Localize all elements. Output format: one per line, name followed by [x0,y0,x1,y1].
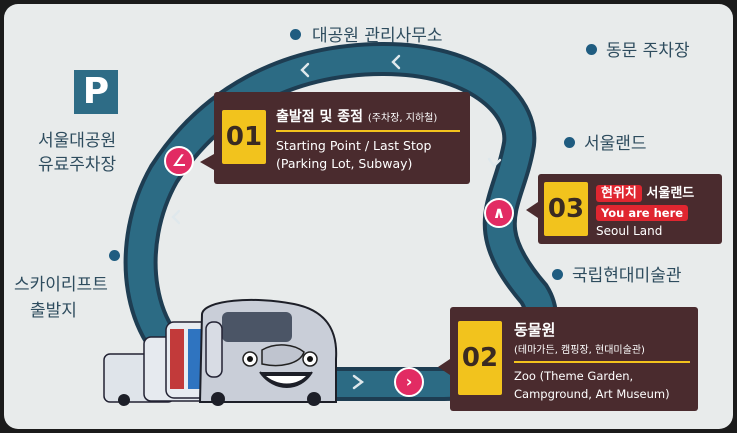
place-label-east-gate-parking: 동문 주차장 [606,41,690,61]
location-dot [586,44,597,55]
chevron-arrow-icon: ∠ [164,146,194,176]
stop-title-en: You are here [596,205,689,221]
stop-title-en-line1: Starting Point / Last Stop [276,138,432,153]
location-dot [564,137,575,148]
stop-box-03: 03 현위치 서울랜드 You are here Seoul Land [538,174,722,244]
location-dot [552,269,563,280]
stop-subtitle-ko: (테마가든, 캠핑장, 현대미술관) [514,345,645,356]
place-label-skylift-line1: 스카이리프트 [14,275,108,295]
stop-number: 02 [458,321,502,395]
track-chevron-left-icon [352,374,364,390]
elephant-tram-icon [103,298,338,406]
location-dot [290,29,301,40]
stop-divider [514,361,690,363]
stop-title-en-line1: Zoo (Theme Garden, [514,369,634,383]
place-label-paid-parking-line1: 서울대공원 [38,131,117,151]
stop-box-02: 02 동물원 (테마가든, 캠핑장, 현대미술관) Zoo (Theme Gar… [450,307,698,411]
current-location-badge-en: You are here [596,205,689,221]
track-chevron-left-icon [487,157,502,168]
stop-number: 03 [544,182,588,236]
track-chevron-left-icon [300,62,310,78]
stop-title-en-line2: (Parking Lot, Subway) [276,156,413,171]
stop-title-ko-text: 서울랜드 [646,186,695,201]
stop-number: 01 [222,110,266,164]
chevron-arrow-icon: ∧ [484,198,514,228]
track-chevron-left-icon [171,209,181,225]
chevron-arrow-icon: › [394,367,424,397]
place-label-skylift-line2: 출발지 [30,301,77,321]
place-label-seoulland: 서울랜드 [584,134,647,154]
stop-title-ko-text: 출발점 및 종점 [276,109,364,125]
track-chevron-left-icon [391,54,401,70]
stop-divider [276,130,460,132]
stop-box-01: 01 출발점 및 종점 (주차장, 지하철) Starting Point / … [214,92,470,184]
stop-title-en-line2: Campground, Art Museum) [514,387,670,401]
stop-title-ko: 출발점 및 종점 (주차장, 지하철) [276,106,437,126]
stop-title-en-line1: Seoul Land [596,224,663,238]
location-dot [109,250,120,261]
route-map-board: 대공원 관리사무소 동문 주차장 P 서울대공원 유료주차장 서울랜드 스카이리… [4,4,733,429]
place-label-mmca: 국립현대미술관 [572,266,682,286]
stop-title-ko: 현위치 서울랜드 [596,182,695,202]
track-fill [127,45,554,397]
current-location-badge-ko: 현위치 [596,185,642,202]
tram-route-track [103,41,558,406]
place-label-paid-parking-line2: 유료주차장 [38,155,117,175]
stop-title-ko-text: 동물원 [514,321,556,339]
stop-title-ko-note: (주차장, 지하철) [367,113,438,124]
parking-sign-icon: P [74,70,118,114]
place-label-daegongwon-office: 대공원 관리사무소 [312,26,443,46]
